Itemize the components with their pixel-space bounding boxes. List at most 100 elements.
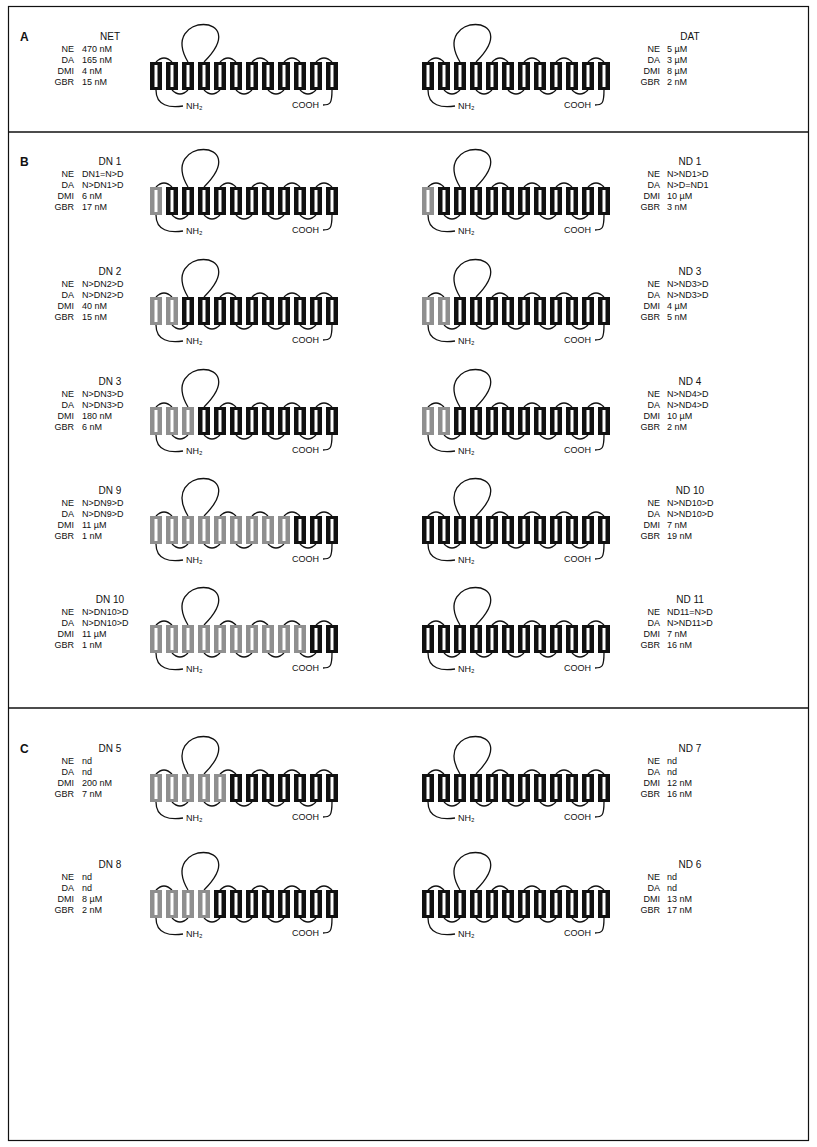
extracellular-loop <box>182 588 219 626</box>
segment-highlight <box>203 777 206 799</box>
transmembrane-segment <box>566 407 578 435</box>
terminus-label: NH₂ <box>458 226 475 237</box>
potency-value: 3 µM <box>667 55 687 66</box>
segment-highlight <box>203 628 206 650</box>
segment-highlight <box>331 893 334 915</box>
extracellular-loop <box>556 58 572 62</box>
segment-highlight <box>491 519 494 541</box>
extracellular-loop <box>156 770 172 774</box>
segment-highlight <box>283 628 286 650</box>
segment-highlight <box>235 410 238 432</box>
segment-highlight <box>459 190 462 212</box>
segment-highlight <box>315 777 318 799</box>
segment-highlight <box>427 777 430 799</box>
transmembrane-segment <box>422 516 434 544</box>
extracellular-loop <box>220 58 236 62</box>
ligand-name: GBR <box>54 789 74 800</box>
potency-value: 13 nM <box>667 894 692 905</box>
segment-highlight <box>331 300 334 322</box>
intracellular-loop <box>204 325 220 329</box>
intracellular-loop <box>236 325 252 329</box>
transmembrane-segment <box>246 890 258 918</box>
extracellular-loop <box>492 403 508 407</box>
segment-highlight <box>155 777 158 799</box>
intracellular-loop <box>204 653 220 657</box>
terminus-label: NH₂ <box>186 555 203 566</box>
segment-highlight <box>459 628 462 650</box>
extracellular-loop <box>156 293 172 297</box>
extracellular-loop <box>428 403 444 407</box>
segment-highlight <box>155 410 158 432</box>
extracellular-loop <box>252 512 268 516</box>
extracellular-loop <box>316 183 332 187</box>
potency-value: N>DN2>D <box>82 279 124 290</box>
ligand-name: DMI <box>58 191 75 202</box>
intracellular-loop <box>476 653 492 657</box>
potency-value: 17 nM <box>667 905 692 916</box>
intracellular-loop <box>508 215 524 219</box>
extracellular-loop <box>252 183 268 187</box>
transmembrane-segment <box>566 297 578 325</box>
transmembrane-segment <box>294 187 306 215</box>
c-terminal-tail <box>323 653 332 668</box>
ligand-name: DA <box>61 400 74 411</box>
intracellular-loop <box>236 544 252 548</box>
intracellular-loop <box>268 653 284 657</box>
intracellular-loop <box>572 435 588 439</box>
segment-highlight <box>539 519 542 541</box>
transmembrane-segment <box>246 297 258 325</box>
transmembrane-segment <box>198 407 210 435</box>
potency-value: nd <box>667 767 677 778</box>
c-terminal-tail <box>595 435 604 450</box>
extracellular-loop <box>156 58 172 62</box>
potency-value: 5 nM <box>667 312 687 323</box>
transmembrane-segment <box>166 516 178 544</box>
potency-value: 200 nM <box>82 778 112 789</box>
terminus-label: COOH <box>564 663 591 674</box>
intracellular-loop <box>476 215 492 219</box>
transmembrane-segment <box>582 62 594 90</box>
segment-highlight <box>571 190 574 212</box>
segment-highlight <box>459 519 462 541</box>
segment-highlight <box>587 190 590 212</box>
construct-name: NET <box>100 31 120 43</box>
ligand-name: DMI <box>58 894 75 905</box>
segment-highlight <box>187 410 190 432</box>
extracellular-loop <box>316 621 332 625</box>
segment-highlight <box>587 65 590 87</box>
transmembrane-segment <box>246 516 258 544</box>
transmembrane-segment <box>550 625 562 653</box>
segment-highlight <box>427 519 430 541</box>
n-terminal-tail <box>156 918 183 935</box>
segment-highlight <box>491 893 494 915</box>
segment-highlight <box>251 65 254 87</box>
transmembrane-segment <box>502 187 514 215</box>
potency-value: 7 nM <box>667 629 687 640</box>
transmembrane-segment <box>518 187 530 215</box>
intracellular-loop <box>236 918 252 922</box>
c-terminal-tail <box>323 544 332 559</box>
intracellular-loop <box>572 325 588 329</box>
extracellular-loop <box>524 886 540 890</box>
intracellular-loop <box>300 653 316 657</box>
transmembrane-segment <box>598 62 610 90</box>
potency-value: nd <box>667 872 677 883</box>
segment-highlight <box>219 519 222 541</box>
extracellular-loop <box>316 886 332 890</box>
transmembrane-segment <box>438 516 450 544</box>
extracellular-loop <box>284 58 300 62</box>
transmembrane-segment <box>310 774 322 802</box>
segment-highlight <box>299 190 302 212</box>
transmembrane-segment <box>534 625 546 653</box>
transmembrane-segment <box>294 407 306 435</box>
segment-highlight <box>203 410 206 432</box>
transmembrane-segment <box>518 62 530 90</box>
extracellular-loop <box>252 770 268 774</box>
transmembrane-segment <box>310 297 322 325</box>
ligand-name: NE <box>647 279 660 290</box>
transmembrane-segment <box>454 187 466 215</box>
potency-value: 10 µM <box>667 411 692 422</box>
segment-highlight <box>443 410 446 432</box>
transmembrane-segment <box>294 297 306 325</box>
construct-name: ND 11 <box>676 594 704 606</box>
